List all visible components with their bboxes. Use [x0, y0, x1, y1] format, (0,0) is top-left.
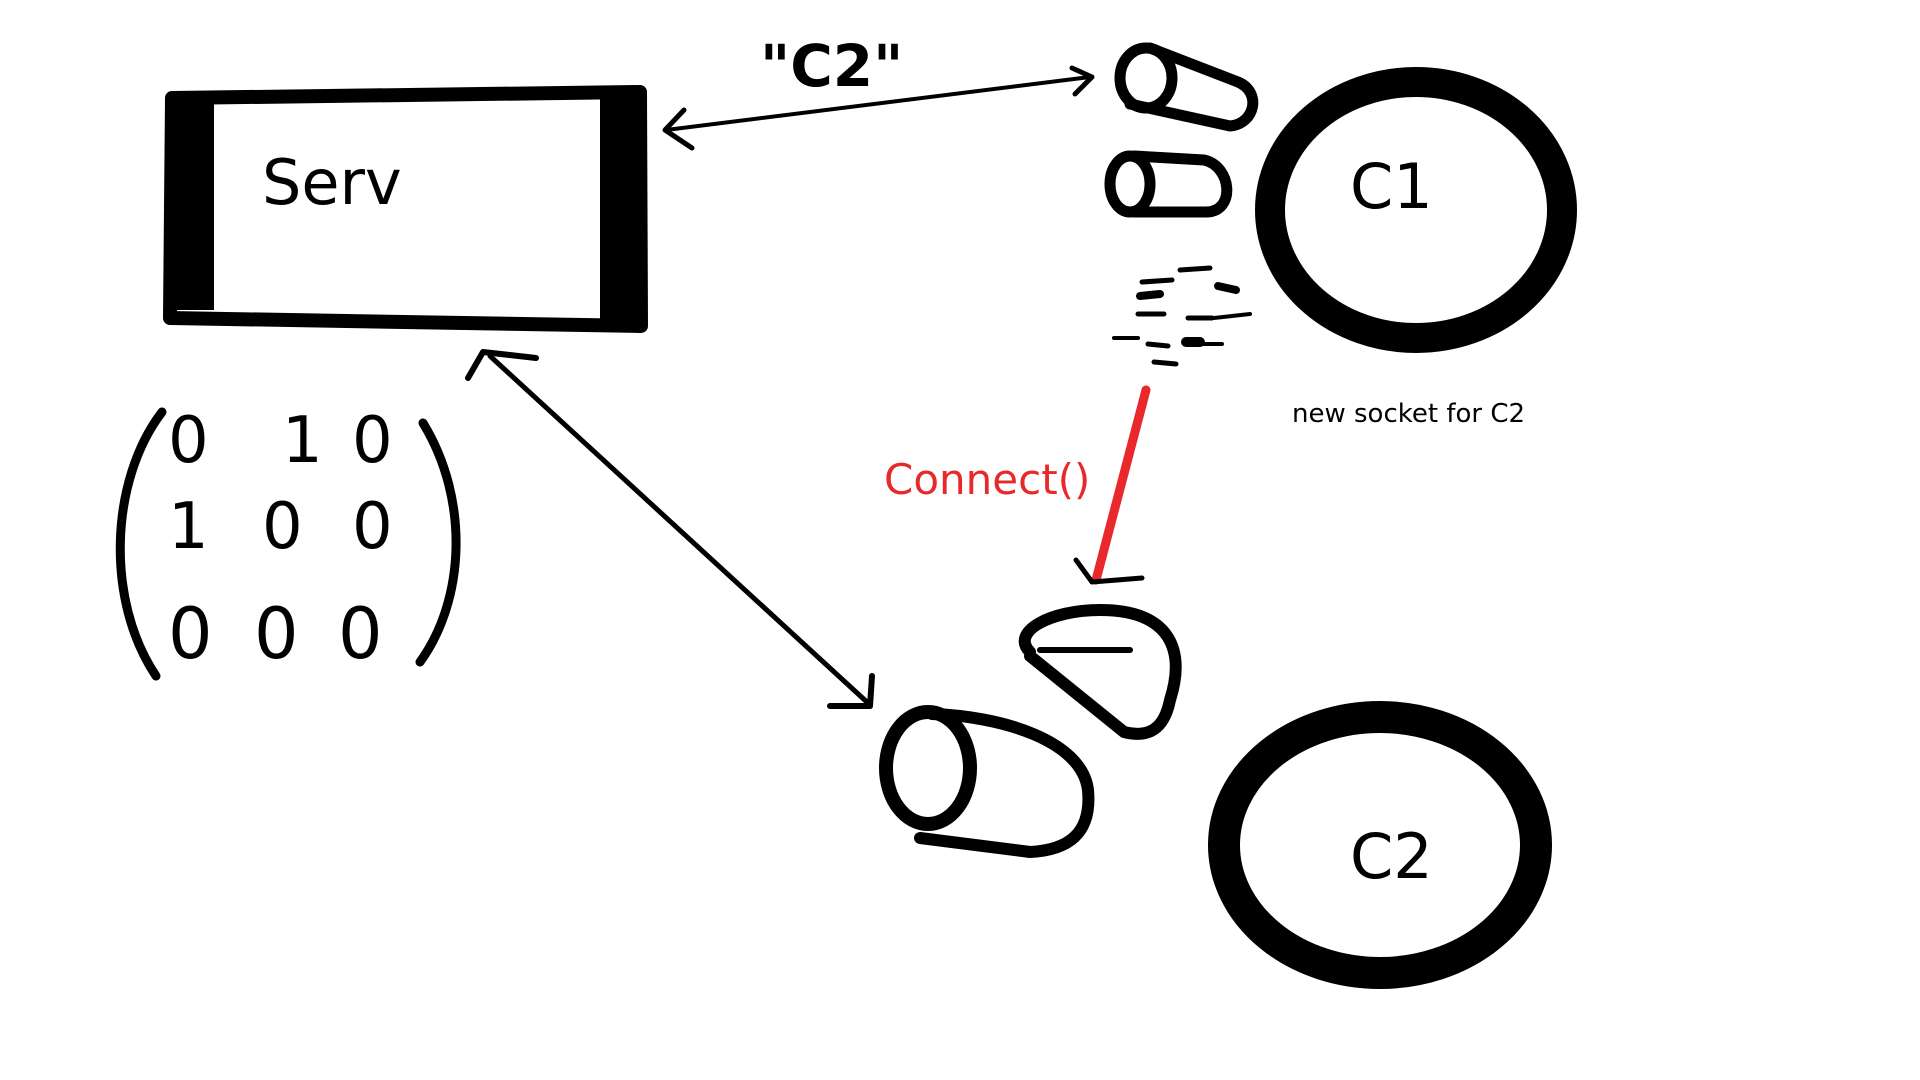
server-c1-arrow [662, 65, 1095, 151]
client2-label: C2 [1350, 820, 1433, 893]
matrix-cell: 0 [254, 593, 299, 675]
connect-arrow-line [1091, 385, 1151, 585]
server-box [163, 85, 648, 333]
matrix-cell: 0 [168, 404, 209, 478]
adjacency-matrix: 0 1 0 1 0 0 0 0 0 [115, 404, 461, 681]
client1-sockets [1104, 42, 1259, 367]
client1-circle [1255, 67, 1577, 353]
new-socket-label: new socket for C2 [1292, 399, 1525, 429]
socket-icon [879, 705, 1095, 858]
matrix-cell: 1 [282, 404, 323, 478]
matrix-cell: 1 [168, 490, 209, 564]
socket-icon [1104, 150, 1233, 218]
socket-icon [1114, 42, 1259, 132]
server-box-left-edge [166, 96, 214, 310]
matrix-cell: 0 [168, 593, 213, 675]
client1-node: C1 [1255, 67, 1577, 353]
connect-arrow [1073, 385, 1151, 585]
message-annotation: "C2" [760, 32, 903, 100]
server-c2-arrow [465, 349, 875, 709]
matrix-right-paren [415, 418, 461, 667]
dashed-socket-icon [1112, 265, 1252, 367]
socket-icon [1018, 604, 1182, 740]
connect-label: Connect() [884, 455, 1090, 504]
message-label: "C2" [760, 32, 903, 100]
matrix-cell: 0 [338, 593, 383, 675]
matrix-cell: 0 [352, 404, 393, 478]
server-node: Serv [163, 85, 648, 333]
client2-sockets [879, 604, 1182, 858]
client1-label: C1 [1350, 150, 1433, 223]
client2-node: C2 [1208, 701, 1552, 989]
server-box-right-edge [600, 90, 644, 328]
matrix-cell: 0 [352, 490, 393, 564]
matrix-cell: 0 [262, 490, 303, 564]
matrix-left-paren [115, 407, 167, 681]
server-label: Serv [262, 146, 402, 219]
client2-circle [1208, 701, 1552, 989]
